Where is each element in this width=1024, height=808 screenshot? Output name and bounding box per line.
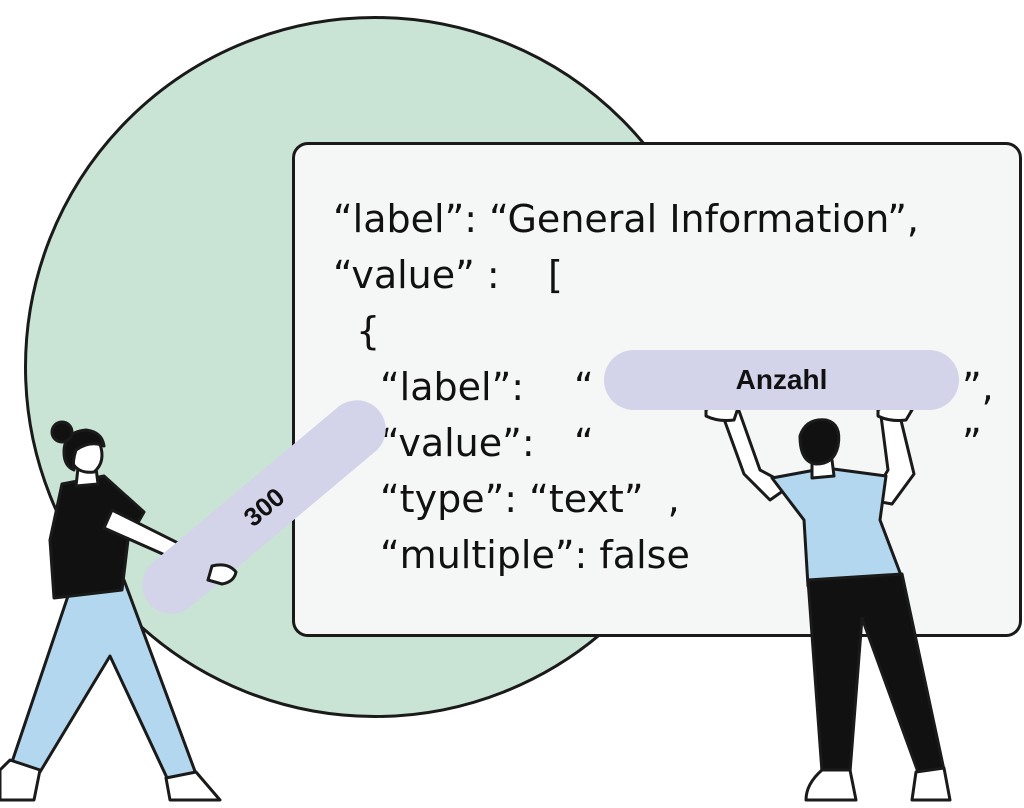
code-line-inner-value-close-quote: ” <box>962 421 982 465</box>
code-line-label: “label”: “General Information”, <box>333 197 919 241</box>
label-value-text: Anzahl <box>735 364 828 395</box>
code-line-multiple: “multiple”: false <box>380 533 690 577</box>
code-line-inner-label-key: “label”: <box>380 365 525 409</box>
label-value-pill: Anzahl <box>604 350 959 410</box>
code-line-inner-value-key: “value”: <box>380 421 535 465</box>
code-line-inner-value-open-quote: “ <box>574 421 594 465</box>
code-line-type: “type”: “text” , <box>380 477 680 521</box>
code-line-inner-label-open-quote: “ <box>574 365 594 409</box>
code-line-inner-label-close-quote: ”, <box>962 365 994 409</box>
code-line-value: “value” : [ <box>333 253 563 297</box>
code-line-open-brace: { <box>356 309 381 353</box>
